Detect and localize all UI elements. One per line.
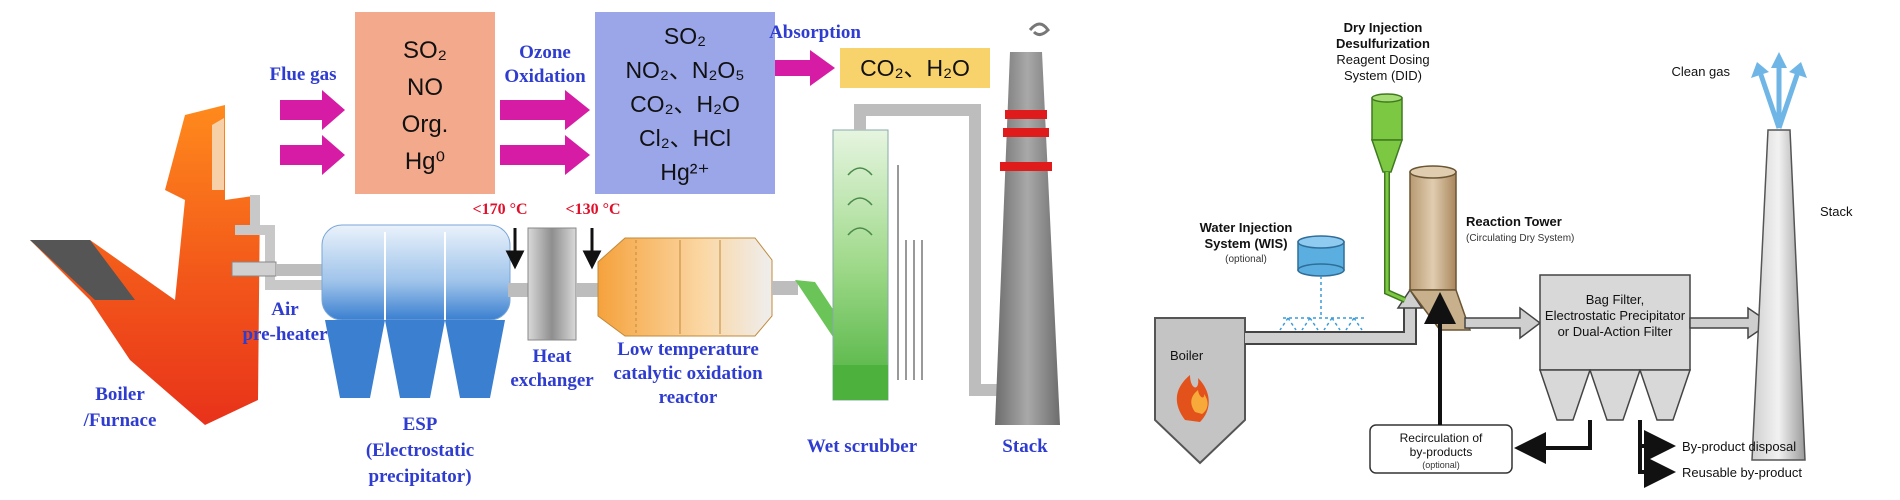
right-boiler-label: Boiler [1170,348,1204,363]
air-preheater-body [231,261,277,277]
clean-gas-arrows-icon [1757,62,1801,129]
flue-duct [235,195,330,290]
oxidized-line-4: Cl₂、HCl [639,125,731,151]
filter-label-1: Bag Filter, [1586,292,1645,307]
did-hopper [1370,93,1404,173]
pollutant-line-3: Org. [402,111,449,138]
did-feed-line [1384,172,1407,303]
tower-to-filter-arrow [1464,306,1542,340]
pollutant-line-1: SO₂ [403,37,447,64]
boiler-label-2: /Furnace [83,410,157,431]
reaction-tower-label: Reaction Tower [1466,214,1562,229]
oxidized-line-3: CO₂、H₂O [630,91,740,117]
scrubber-to-stack-duct [854,104,1000,396]
oxidized-line-5: Hg²⁺ [660,159,709,185]
bag-filter-unit [1538,274,1692,421]
left-stack-label: Stack [1002,436,1048,457]
wet-scrubber [832,129,923,401]
wis-spray-line [1279,276,1365,331]
left-process-diagram: SO₂ NO Org. Hg⁰ SO₂ NO₂、N₂O₅ CO₂、H₂O Cl₂… [30,12,1060,487]
wis-optional: (optional) [1225,254,1267,265]
wet-scrubber-label: Wet scrubber [807,436,918,457]
absorption-label: Absorption [769,22,861,43]
products-box [840,48,990,88]
filter-label-3: or Dual-Action Filter [1558,324,1674,339]
ozone-label-2: Oxidation [504,66,586,87]
recirc-label-1: Recirculation of [1400,431,1483,445]
clean-gas-label: Clean gas [1671,64,1730,79]
left-stack [995,22,1060,425]
heat-exchanger-label-1: Heat [532,346,572,367]
temp-170-label: <170 °C [472,201,527,218]
did-label-1: Dry Injection [1344,20,1423,35]
did-label-2: Desulfurization [1336,36,1430,51]
did-sub-2: System (DID) [1344,68,1422,83]
oxidized-line-2: NO₂、N₂O₅ [625,57,744,83]
recirc-optional: (optional) [1422,460,1460,470]
wis-label-2: System (WIS) [1204,236,1287,251]
flame-icon [1176,375,1209,422]
temp-indicator-arrows [505,228,602,270]
boiler-furnace [30,105,260,425]
recirc-label-2: by-products [1410,445,1473,459]
byproduct-lines [1424,292,1676,488]
temp-130-label: <130 °C [565,201,620,218]
heat-exchanger-label-2: exchanger [510,370,594,391]
pollutant-line-2: NO [407,74,443,101]
oxidized-box [595,12,775,194]
oxidized-line-1: SO₂ [664,23,706,49]
air-preheater-label-1: Air [271,299,299,320]
flow-arrows [280,50,835,175]
filter-label-2: Electrostatic Precipitator [1545,308,1686,323]
esp-label-2: (Electrostatic [366,440,474,461]
right-stack-label: Stack [1820,204,1853,219]
right-process-diagram: Boiler [1154,20,1853,488]
products-text: CO₂、H₂O [860,55,970,81]
heat-exchanger [527,227,577,341]
esp-unit [321,224,511,398]
byproduct-disposal-label: By-product disposal [1682,439,1796,454]
flue-gas-label: Flue gas [269,64,336,85]
did-sub-1: Reagent Dosing [1336,52,1429,67]
reusable-byproduct-label: Reusable by-product [1682,465,1802,480]
esp-label-3: precipitator) [368,466,471,487]
reactor-label-2: catalytic oxidation [613,363,763,384]
right-stack [1751,129,1806,461]
air-preheater-label-2: pre-heater [242,324,328,345]
catalytic-reactor [597,237,773,337]
ozone-label-1: Ozone [519,42,571,63]
pollutant-line-4: Hg⁰ [405,148,445,175]
boiler-label-1: Boiler [95,384,145,405]
pollutant-box [355,12,495,194]
wis-tank [1297,235,1345,277]
reaction-tower-sub: (Circulating Dry System) [1466,233,1574,244]
wis-label-1: Water Injection [1200,220,1293,235]
esp-label-1: ESP [403,414,438,435]
reactor-label-1: Low temperature [617,339,759,360]
reactor-label-3: reactor [659,387,718,408]
